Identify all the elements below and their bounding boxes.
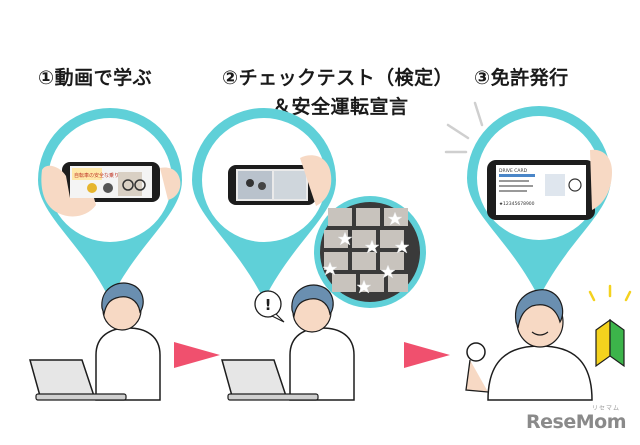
step-2-title: ②チェックテスト（検定） (222, 67, 454, 89)
license-header: DRIVE CARD (499, 168, 528, 174)
speech-bubble (254, 290, 282, 318)
video-card-text: 自転車の安全な乗り方 (74, 172, 124, 179)
pin-2 (192, 107, 336, 300)
person-2: ! (221, 284, 355, 401)
resemom-logo: ReseMom (526, 411, 626, 433)
exclamation-mark: ! (265, 296, 272, 314)
step-2-subtitle: ＆安全運転宣言 (272, 96, 409, 118)
step-1-title: ①動画で学ぶ (38, 67, 153, 89)
arrow-1-2 (174, 342, 220, 368)
pin-1: 自転車の安全な乗り方 (38, 108, 182, 300)
license-number: ★12345678900 (499, 201, 535, 207)
person-1 (29, 282, 161, 401)
person-3 (465, 284, 632, 401)
beginner-driver-mark-icon (595, 318, 625, 368)
online-test-grid (314, 196, 426, 308)
arrow-2-3 (404, 342, 450, 368)
pin-3: DRIVE CARD ★12345678900 (444, 101, 612, 298)
step-3-title: ③免許発行 (474, 67, 569, 89)
logo-ruby: リセマム (591, 405, 620, 412)
